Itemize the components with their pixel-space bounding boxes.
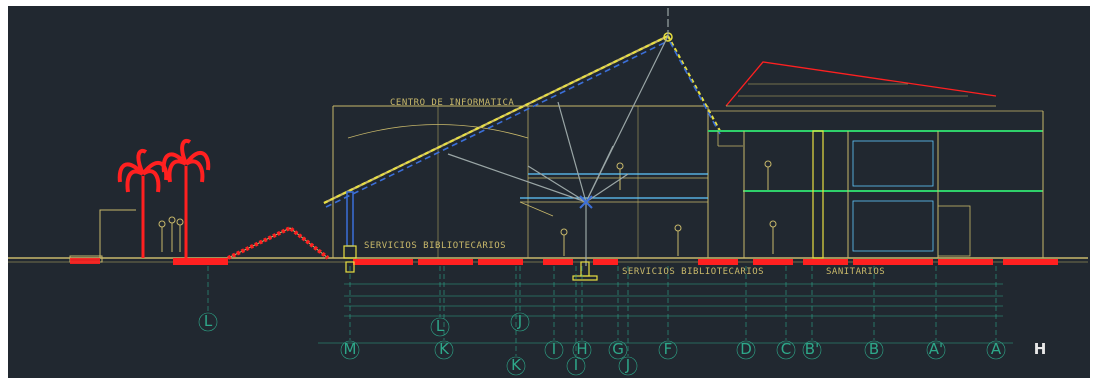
mast-base	[579, 195, 593, 209]
palm-tree-left	[117, 148, 169, 258]
axis-bubble-l-mid	[430, 317, 450, 337]
axis-k-lower: K	[511, 356, 521, 374]
axis-f: F	[663, 340, 673, 358]
mezzanine-bridge	[519, 173, 708, 217]
axis-i: I	[551, 340, 557, 358]
section-drawing	[8, 8, 1088, 376]
axis-b-prime: B'	[804, 340, 820, 358]
label-servicios-2: SERVICIOS BIBLIOTECARIOS	[622, 267, 765, 277]
left-column	[343, 191, 357, 273]
cad-canvas[interactable]: CENTRO DE INFORMATICA SERVICIOS BIBLIOTE…	[8, 6, 1090, 378]
structural-masts	[447, 8, 669, 266]
label-sanitarios: SANITARIOS	[826, 267, 886, 277]
library-building	[332, 105, 709, 258]
axis-h-right: H	[1033, 340, 1047, 358]
axis-bubble-h	[572, 340, 592, 360]
axis-bubble-m	[340, 340, 360, 360]
axis-bubble-k-lower	[506, 356, 526, 376]
axis-bubble-c	[776, 340, 796, 360]
axis-bubble-a	[986, 340, 1006, 360]
axis-j-upper: J	[517, 312, 523, 330]
vegetation	[70, 258, 1058, 265]
axis-bubble-i	[544, 340, 564, 360]
axis-bubble-b-prime	[802, 340, 822, 360]
axis-bubble-b	[864, 340, 884, 360]
axis-a: A	[990, 340, 1002, 358]
label-centro-informatica: CENTRO DE INFORMATICA	[390, 98, 515, 108]
axis-a-prime: A'	[928, 340, 944, 358]
axis-leaders	[198, 266, 1006, 376]
axis-bubble-l-upper	[198, 312, 218, 332]
axis-bubble-j-lower	[618, 356, 638, 376]
axis-bubble-j-upper	[510, 312, 530, 332]
axis-bubble-k	[434, 340, 454, 360]
right-roof	[708, 61, 1043, 112]
axis-bubble-d	[736, 340, 756, 360]
people-silhouettes	[158, 160, 777, 256]
retaining-wall	[69, 209, 136, 263]
dimension-lines	[318, 283, 1013, 344]
main-roof	[323, 32, 721, 208]
axis-i-lower: I	[573, 356, 579, 374]
earth-berm	[227, 225, 330, 260]
palm-tree-right	[161, 138, 211, 258]
axis-h: H	[576, 340, 588, 358]
center-footing	[572, 261, 598, 281]
axis-bubble-a-prime	[926, 340, 946, 360]
label-servicios-1: SERVICIOS BIBLIOTECARIOS	[364, 241, 507, 251]
axis-bubble-g	[608, 340, 628, 360]
axis-d: D	[740, 340, 752, 358]
axis-bubble-f	[658, 340, 678, 360]
axis-m: M	[343, 340, 357, 358]
axis-l-mid: L	[435, 317, 445, 335]
axis-b: B	[868, 340, 880, 358]
axis-c: C	[780, 340, 792, 358]
right-building	[708, 111, 1044, 259]
axis-j-lower: J	[625, 356, 631, 374]
axis-k: K	[439, 340, 449, 358]
axis-l-upper: L	[203, 312, 213, 330]
axis-g: G	[612, 340, 624, 358]
